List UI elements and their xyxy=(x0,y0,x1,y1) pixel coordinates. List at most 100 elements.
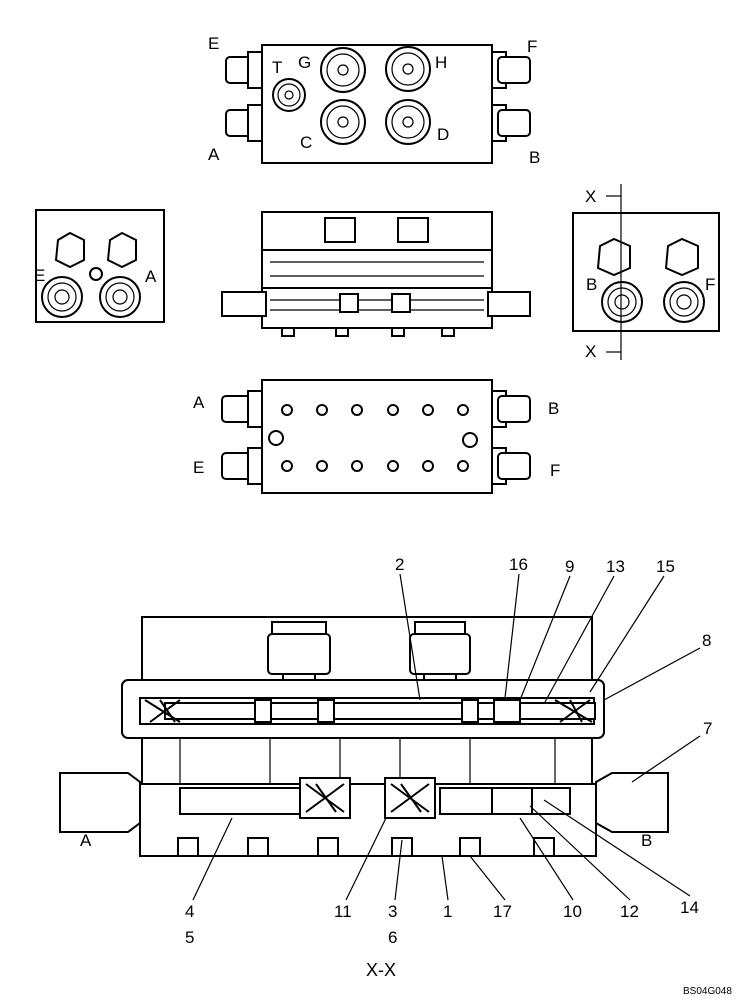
callout-8: 8 xyxy=(702,631,711,650)
fitting-b-bottom xyxy=(491,390,531,428)
callout-13: 13 xyxy=(606,557,625,576)
right-end-label-f: F xyxy=(705,275,715,294)
side-check-2 xyxy=(391,293,411,313)
section-middle-body xyxy=(141,737,593,785)
section-spring-right xyxy=(554,699,593,723)
small-port-left xyxy=(89,267,103,281)
bottom-label-b: B xyxy=(548,399,559,418)
port-e-end xyxy=(41,276,83,318)
side-lower-body xyxy=(261,287,493,329)
port-g xyxy=(320,47,366,93)
dowel-right xyxy=(462,432,478,448)
top-label-c: C xyxy=(300,133,312,152)
callout-9: 9 xyxy=(565,557,574,576)
top-label-t: T xyxy=(272,58,282,77)
section-poppet-10 xyxy=(491,787,533,815)
section-spool xyxy=(164,702,596,720)
callout-5: 5 xyxy=(185,928,194,947)
section-label-a: A xyxy=(80,831,92,850)
callout-14: 14 xyxy=(680,898,699,917)
side-spool-body xyxy=(261,249,493,289)
top-label-a: A xyxy=(208,145,220,164)
right-end-block xyxy=(572,212,720,332)
left-end-label-a: A xyxy=(145,267,157,286)
left-end-block xyxy=(35,209,165,323)
right-end-view: X X B F xyxy=(572,184,720,361)
bolt-holes-top-row xyxy=(281,404,469,416)
right-end-label-b: B xyxy=(586,275,597,294)
port-f-end xyxy=(663,281,705,323)
callout-4: 4 xyxy=(185,902,194,921)
section-title: X-X xyxy=(366,960,396,980)
left-end-label-e: E xyxy=(34,266,45,285)
top-label-b: B xyxy=(529,148,540,167)
callout-15: 15 xyxy=(656,557,675,576)
section-mark-bottom: X xyxy=(585,342,596,361)
section-top-cover xyxy=(141,616,593,688)
top-view: E F A B T G H C D xyxy=(208,34,540,167)
side-fitting-right xyxy=(487,291,531,317)
section-check-valve-left xyxy=(299,777,351,819)
callout-1: 1 xyxy=(443,902,452,921)
bottom-view: A B E F xyxy=(193,379,560,494)
side-top-cap xyxy=(261,211,493,251)
middle-side-view xyxy=(221,211,531,337)
section-mark-top: X xyxy=(585,187,596,206)
side-plug-1 xyxy=(324,217,356,243)
fitting-e-top xyxy=(225,51,263,89)
section-check-valve-right xyxy=(384,777,436,819)
top-label-g: G xyxy=(298,53,311,72)
section-label-b: B xyxy=(641,831,652,850)
fitting-a-bottom xyxy=(221,390,263,428)
section-port-fitting-b xyxy=(595,772,669,833)
callout-10: 10 xyxy=(563,902,582,921)
section-poppet-9 xyxy=(493,699,521,723)
dowel-left xyxy=(268,430,284,446)
callout-7: 7 xyxy=(703,719,712,738)
section-piston-left xyxy=(179,787,301,815)
section-view: 2 16 9 13 15 8 7 4 5 11 3 6 1 17 10 12 1… xyxy=(59,555,712,980)
plug-hex-right-2 xyxy=(664,237,699,277)
bottom-view-block xyxy=(261,379,493,494)
fitting-a-top xyxy=(225,104,263,142)
section-spring-left xyxy=(144,699,181,723)
callout-12: 12 xyxy=(620,902,639,921)
port-c xyxy=(320,99,366,145)
top-label-e: E xyxy=(208,34,219,53)
plug-hex-right-1 xyxy=(596,237,631,277)
top-label-f: F xyxy=(527,37,537,56)
callout-3: 3 xyxy=(388,902,397,921)
side-plug-2 xyxy=(397,217,429,243)
bolt-holes-bottom-row xyxy=(281,460,469,472)
side-fitting-left xyxy=(221,291,267,317)
port-h xyxy=(385,46,431,92)
bottom-label-e: E xyxy=(193,458,204,477)
fitting-b-top xyxy=(491,104,531,142)
bottom-label-a: A xyxy=(193,393,205,412)
leader-lines xyxy=(192,573,701,901)
port-d xyxy=(385,99,431,145)
top-label-h: H xyxy=(435,53,447,72)
section-bottom-plugs xyxy=(177,837,555,857)
callout-17: 17 xyxy=(493,902,512,921)
drawing-code: BS04G048 xyxy=(683,986,732,997)
callout-6: 6 xyxy=(388,928,397,947)
top-label-d: D xyxy=(437,125,449,144)
side-check-1 xyxy=(339,293,359,313)
plug-hex-left-2 xyxy=(106,231,137,269)
bottom-label-f: F xyxy=(550,461,560,480)
fitting-f-top xyxy=(491,51,531,89)
callout-16: 16 xyxy=(509,555,528,574)
port-t xyxy=(272,78,306,112)
port-a-end xyxy=(99,276,141,318)
fitting-e-bottom xyxy=(221,447,263,485)
plug-hex-left-1 xyxy=(54,231,85,269)
section-port-fitting-a xyxy=(59,772,141,833)
left-end-view: E A xyxy=(34,209,165,323)
callout-2: 2 xyxy=(395,555,404,574)
top-view-block xyxy=(261,44,493,164)
port-b-end xyxy=(601,281,643,323)
fitting-f-bottom xyxy=(491,447,531,485)
callout-11: 11 xyxy=(334,902,352,921)
